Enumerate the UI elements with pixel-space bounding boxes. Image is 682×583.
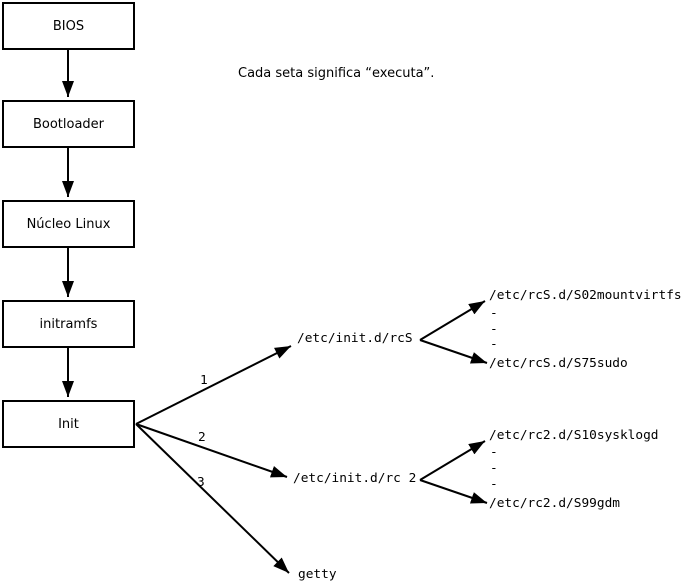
ellipsis-dash: - [490, 477, 498, 492]
box-linux-kernel: Núcleo Linux [2, 200, 135, 248]
script-s10sysklogd: /etc/rc2.d/S10sysklogd [489, 428, 659, 443]
box-bios-label: BIOS [52, 18, 85, 34]
arrow-init-to-rcs [135, 345, 292, 425]
box-linux-kernel-label: Núcleo Linux [26, 216, 111, 232]
ellipsis-dash: - [490, 445, 498, 460]
arrow-init-to-rc2 [135, 423, 288, 478]
target-init-d-rcs: /etc/init.d/rcS [297, 331, 413, 346]
arrow-rcs-to-s02mountvirtfs [419, 300, 486, 341]
box-bootloader: Bootloader [2, 100, 135, 148]
box-bios: BIOS [2, 2, 135, 50]
branch-number-3: 3 [197, 475, 205, 490]
box-bootloader-label: Bootloader [32, 116, 105, 132]
target-init-d-rc2: /etc/init.d/rc 2 [293, 471, 417, 486]
target-getty: getty [298, 567, 337, 582]
branch-number-2: 2 [198, 430, 206, 445]
script-s75sudo: /etc/rcS.d/S75sudo [489, 356, 628, 371]
arrow-init-to-getty [135, 423, 290, 574]
legend-note: Cada seta significa “executa”. [238, 66, 435, 81]
box-init-label: Init [58, 416, 79, 432]
arrow-rcs-to-s75sudo [419, 339, 488, 364]
branch-number-1: 1 [200, 373, 208, 388]
arrow-rc2-to-s99gdm [419, 479, 488, 504]
ellipsis-dash: - [490, 322, 498, 337]
box-initramfs-label: initramfs [39, 316, 98, 332]
box-init: Init [2, 400, 135, 448]
ellipsis-dash: - [490, 461, 498, 476]
ellipsis-dash: - [490, 306, 498, 321]
arrow-rc2-to-s10sysklogd [419, 440, 486, 481]
script-s02mountvirtfs: /etc/rcS.d/S02mountvirtfs [489, 288, 682, 303]
ellipsis-dash: - [490, 337, 498, 352]
script-s99gdm: /etc/rc2.d/S99gdm [489, 496, 620, 511]
box-initramfs: initramfs [2, 300, 135, 348]
